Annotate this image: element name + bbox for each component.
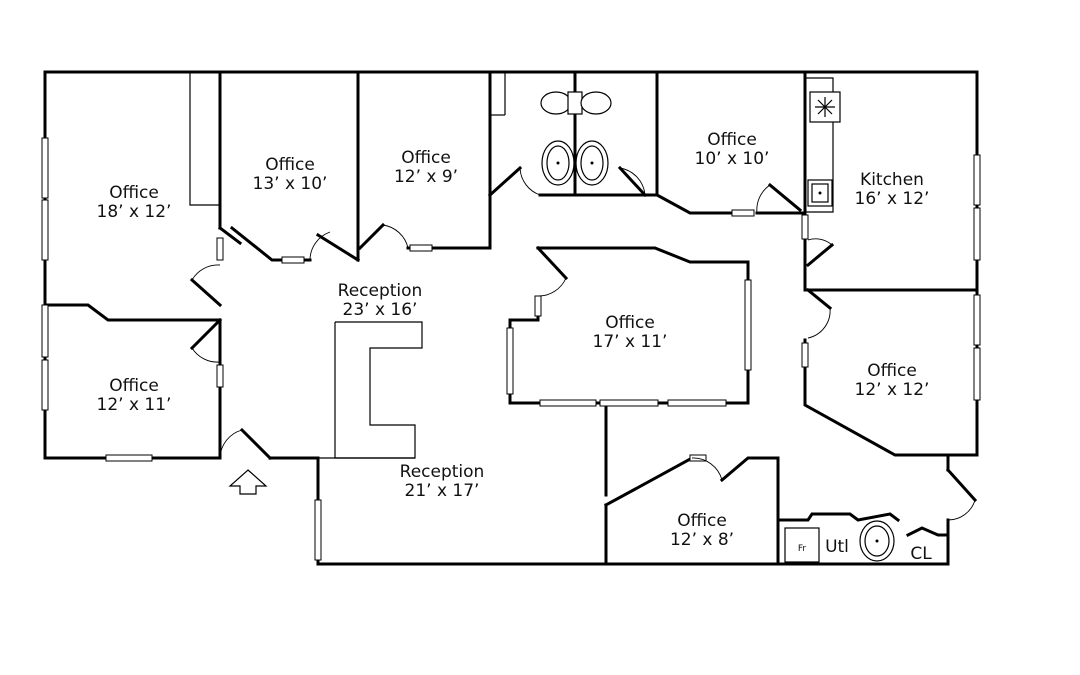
room-name-office-12x8: Office <box>677 511 727 531</box>
room-size-office-12x8: 12’ x 8’ <box>670 530 734 550</box>
closet-label: CL <box>910 544 932 564</box>
room-size-reception-south: 21’ x 17’ <box>405 481 480 501</box>
room-size-kitchen: 16’ x 12’ <box>855 189 930 209</box>
room-name-office-10x10: Office <box>707 130 757 150</box>
entrance-arrow-icon <box>228 469 268 495</box>
sink-icon <box>541 140 609 186</box>
kitchen-sink-icon <box>807 179 833 207</box>
water-heater-icon <box>859 520 895 562</box>
room-size-reception-main: 23’ x 16’ <box>343 300 418 320</box>
room-size-office-east: 12’ x 12’ <box>855 380 930 400</box>
room-name-office-13x10: Office <box>265 155 315 175</box>
room-name-reception-south: Reception <box>400 462 485 482</box>
interior-walls <box>43 70 979 566</box>
windows <box>41 137 981 561</box>
room-name-office-12x9: Office <box>401 148 451 168</box>
room-name-office-sw: Office <box>109 376 159 396</box>
room-name-reception-main: Reception <box>338 281 423 301</box>
room-size-office-sw: 12’ x 11’ <box>97 395 172 415</box>
exterior-walls <box>43 70 979 566</box>
toilet-icon <box>540 91 612 115</box>
room-size-office-12x9: 12’ x 9’ <box>394 167 458 187</box>
utility-label: Utl <box>825 537 849 557</box>
fridge-label: Fr <box>798 544 807 554</box>
room-name-office-center: Office <box>605 313 655 333</box>
room-name-office-nw: Office <box>109 183 159 203</box>
fridge-icon <box>784 527 820 563</box>
stove-icon <box>809 91 841 123</box>
room-name-kitchen: Kitchen <box>860 170 924 190</box>
door-swings <box>191 167 976 521</box>
room-size-office-nw: 18’ x 12’ <box>97 202 172 222</box>
room-size-office-13x10: 13’ x 10’ <box>253 174 328 194</box>
room-size-office-10x10: 10’ x 10’ <box>695 149 770 169</box>
room-size-office-center: 17’ x 11’ <box>593 332 668 352</box>
room-name-office-east: Office <box>867 361 917 381</box>
